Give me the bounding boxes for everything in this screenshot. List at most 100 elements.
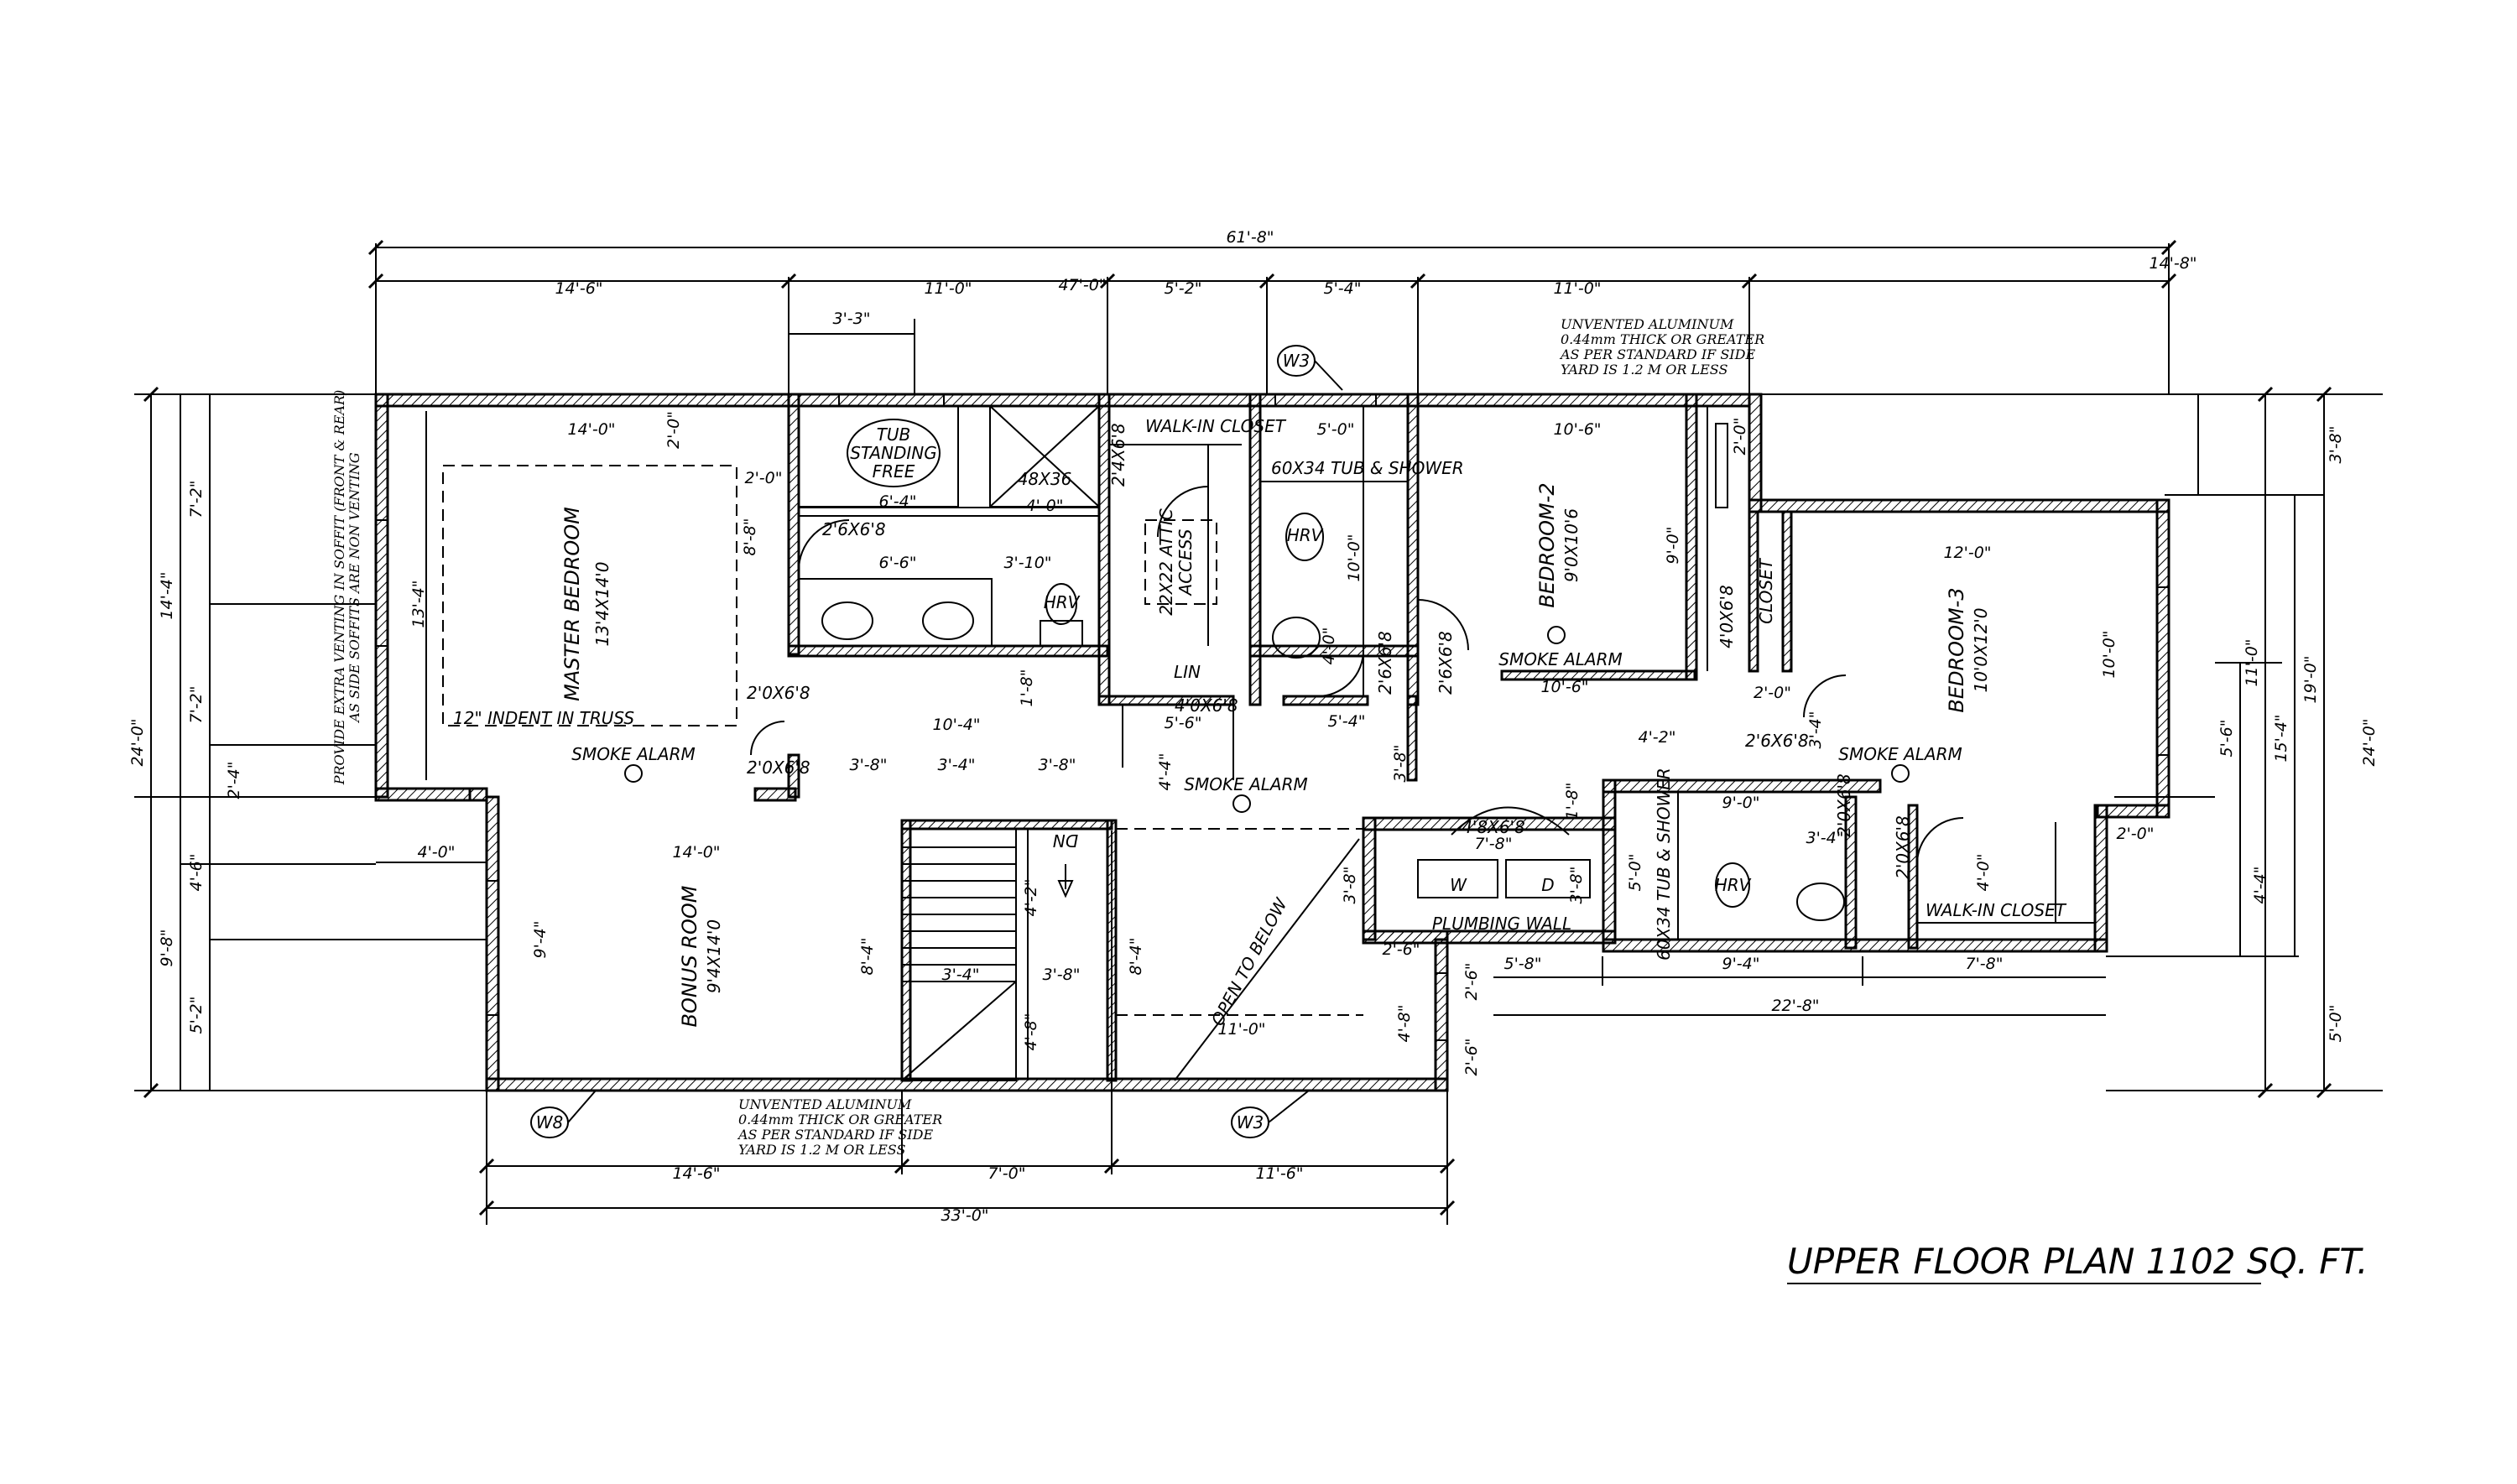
room-master-name: MASTER BEDROOM [560, 507, 584, 701]
dim-4-0-b: 4'-0" [1320, 627, 1338, 665]
room-bonus-name: BONUS ROOM [678, 885, 701, 1027]
dim-4-0: 4'-0" [1026, 497, 1064, 515]
soffit-note-1: PROVIDE EXTRA VENTING IN SOFFIT (FRONT &… [331, 390, 347, 786]
smoke-alarm-master: SMOKE ALARM [571, 744, 695, 764]
dim-top-right: 14'-8" [2149, 254, 2197, 273]
dim-13-4: 13'-4" [409, 580, 428, 627]
dim-1-4: 1'-8" [1563, 783, 1582, 820]
dim-1-8: 1'-8" [1018, 669, 1036, 707]
plumbing-wall-label: PLUMBING WALL [1432, 914, 1571, 934]
dim-2-0: 2'-0" [745, 469, 783, 487]
dim-2-0-bed3: 2'-0" [2117, 825, 2155, 843]
dim-4-8-open: 4'-8" [1395, 1005, 1414, 1043]
dim-right-24: 24'-0" [2360, 718, 2379, 766]
sink-icon [1272, 617, 1321, 659]
smoke-alarm-icon [1232, 794, 1251, 813]
door-2-6x6-8-c: 2'6X6'8 [1436, 631, 1456, 695]
toilet-icon [1285, 513, 1324, 561]
dim-5-8: 5'-8" [1504, 955, 1542, 973]
dim-7-8-b: 7'-8" [1966, 955, 2004, 973]
exterior-walls [374, 393, 2170, 1092]
dim-top-e: 5'-4" [1324, 279, 1362, 298]
closet-label: CLOSET [1756, 557, 1776, 624]
alum-note-top-1: UNVENTED ALUMINUM [1561, 316, 1734, 332]
dim-left-14-4: 14'-4" [158, 571, 176, 619]
soffit-note-2: AS SIDE SOFFITS ARE NON VENTING [347, 452, 362, 724]
dim-4-4: 4'-4" [1156, 753, 1175, 791]
smoke-alarm-icon [624, 764, 643, 783]
dim-3-8-a: 3'-8" [850, 756, 888, 774]
toilet-icon [1715, 862, 1750, 908]
dim-right-11-0: 11'-0" [2243, 638, 2261, 686]
dim-right-3-8: 3'-8" [2327, 426, 2345, 464]
plan-labels: UPPER FLOOR PLAN 1102 SQ. FT. 61'-8" 14'… [128, 228, 2379, 1282]
attic-access [1144, 519, 1217, 605]
dim-5-0: 5'-0" [1317, 420, 1355, 439]
alum-note-bottom-3: AS PER STANDARD IF SIDE [737, 1127, 933, 1143]
dim-2-8: 2'-0" [1754, 684, 1791, 702]
linen-label: LIN [1174, 662, 1201, 682]
door-2-6x6-8-d: 2'6X6'8 [1745, 731, 1809, 751]
walk-in-closet-1: WALK-IN CLOSET [1145, 416, 1287, 436]
alum-note-bottom-2: 0.44mm THICK OR GREATER [738, 1112, 942, 1127]
room-bonus-size: 9'4X14'0 [704, 919, 724, 993]
tub-label-2: STANDING [850, 443, 936, 463]
dim-left-24: 24'-0" [128, 718, 147, 766]
dim-4-0-bonus: 4'-0" [418, 843, 456, 862]
shower-size: 48X36 [1018, 469, 1072, 489]
dim-bed3-10-0: 10'-0" [2100, 630, 2118, 678]
dim-33-0: 33'-0" [941, 1206, 988, 1225]
smoke-alarm-bed2: SMOKE ALARM [1498, 649, 1622, 669]
dim-5-0-b: 5'-0" [1626, 854, 1644, 892]
dim-14-6: 14'-6" [672, 1164, 720, 1183]
alum-note-bottom-4: YARD IS 1.2 M OR LESS [738, 1142, 905, 1158]
dim-3-4-c: 3'-4" [938, 756, 976, 774]
dim-right-4-4: 4'-4" [2251, 867, 2269, 904]
dim-3-4-stair: 3'-4" [942, 966, 980, 984]
dim-top-d: 5'-2" [1165, 279, 1202, 298]
dim-3-3: 3'-3" [833, 310, 871, 328]
door-2-0x6-8-c: 2'0X6'8 [1834, 773, 1854, 837]
dim-master-width: 14'-0" [567, 420, 615, 439]
dim-6-4: 6'-4" [879, 492, 917, 511]
dim-3-10: 3'-10" [1003, 554, 1051, 572]
dim-9-4: 9'-4" [1722, 955, 1760, 973]
dim-9-0: 9'-0" [1664, 527, 1682, 565]
hrv-label-2: HRV [1287, 525, 1324, 545]
dimension-lines [134, 243, 2383, 1225]
dim-11-6: 11'-6" [1255, 1164, 1303, 1183]
dim-top-b: 11'-0" [924, 279, 972, 298]
dim-4-0-c: 4'-0" [1974, 854, 1993, 892]
freestanding-tub [847, 419, 941, 487]
dim-2-6-a: 2'-6" [1462, 963, 1481, 1001]
dim-5-4: 5'-4" [1328, 712, 1366, 731]
door-4-8x6-8: 4'8X6'8 [1462, 817, 1525, 837]
dim-11-0: 11'-0" [1217, 1020, 1265, 1039]
dim-left-2-4: 2'-4" [225, 762, 243, 799]
dim-3-8-b: 3'-8" [1039, 756, 1076, 774]
dim-8-4-b: 8'-4" [1127, 938, 1145, 976]
dryer-label: D [1541, 875, 1554, 895]
stair-down-label: DN [1053, 831, 1078, 851]
dim-8-8: 8'-8" [741, 518, 759, 556]
room-bed2-name: BEDROOM-2 [1535, 482, 1559, 607]
dim-7-0: 7'-0" [988, 1164, 1026, 1183]
sink-icon [922, 601, 974, 640]
dim-3-8-hall: 3'-8" [1391, 745, 1410, 783]
dim-8-4-a: 8'-4" [858, 938, 877, 976]
dim-2-6-b: 2'-6" [1462, 1039, 1481, 1076]
room-bed2-size: 9'0X10'6 [1561, 508, 1582, 582]
sink-icon [1796, 883, 1845, 921]
dim-22-8: 22'-8" [1771, 997, 1819, 1015]
dim-3-8-stair: 3'-8" [1043, 966, 1081, 984]
dim-9-0-bath: 9'-0" [1722, 794, 1760, 812]
dim-top-c: 47'-0" [1058, 276, 1106, 294]
dim-10-4: 10'-4" [932, 716, 980, 734]
room-master-size: 13'4X14'0 [592, 561, 612, 646]
room-bed3-size: 10'0X12'0 [1971, 607, 1991, 692]
dim-3-4-a: 3'-4" [1806, 711, 1825, 749]
dim-right-15-4: 15'-4" [2272, 714, 2290, 762]
door-2-6x6-8-b: 2'6X6'8 [1375, 631, 1395, 695]
indent-note: 12" INDENT IN TRUSS [453, 708, 634, 728]
w3-tag-text-bottom: W3 [1237, 1112, 1264, 1133]
